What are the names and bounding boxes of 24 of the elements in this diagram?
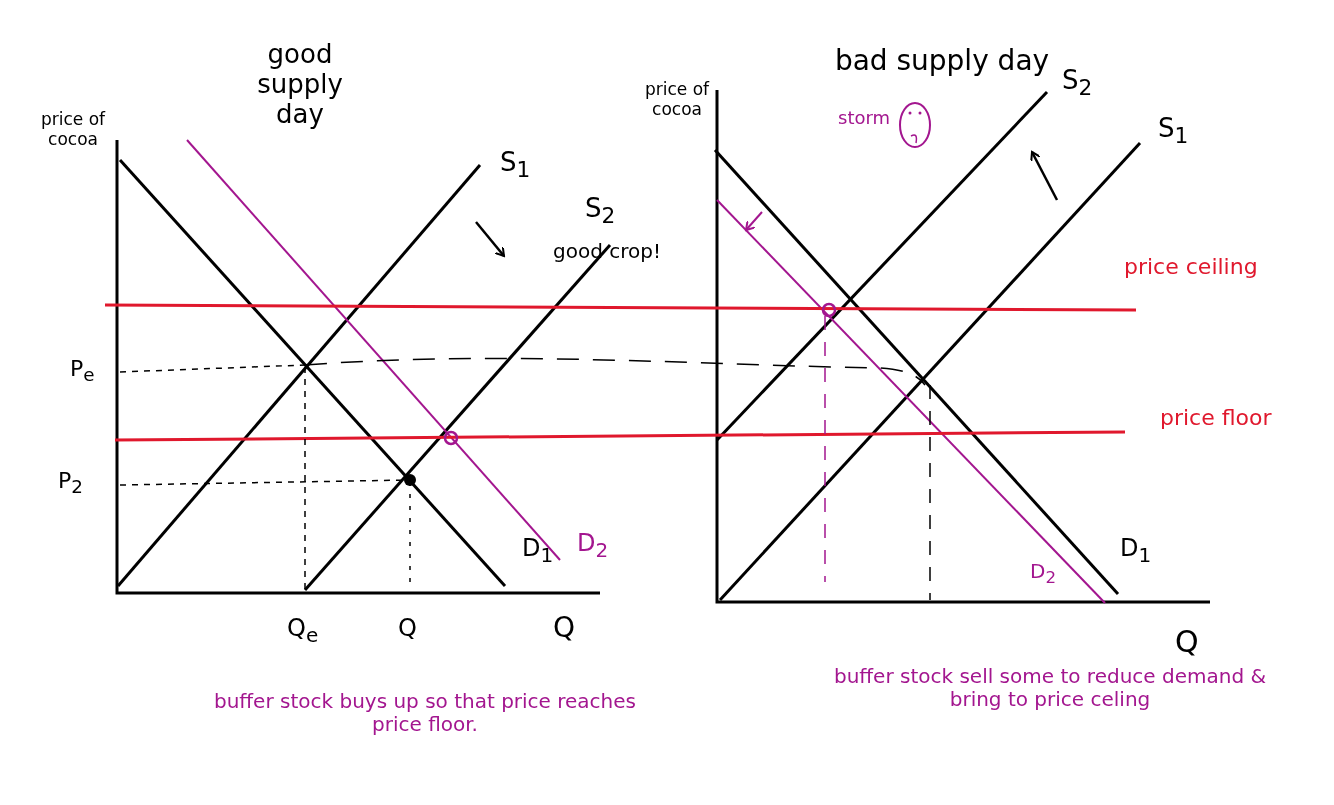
axis-tick-label: Q$_{e}$ xyxy=(287,615,319,647)
axis-label: price of cocoa xyxy=(643,80,711,120)
line-label: price ceiling xyxy=(1124,254,1258,280)
curve-label: S$_{1}$ xyxy=(500,148,531,184)
line-label: price floor xyxy=(1160,405,1272,431)
curve-label: D$_{1}$ xyxy=(1120,535,1152,567)
chart-title: bad supply day xyxy=(833,45,1051,78)
axis-label: price of cocoa xyxy=(39,110,107,150)
curve-label: D$_{2}$ xyxy=(577,530,609,562)
axis-title: Q xyxy=(1175,625,1199,660)
axis-tick-label: P$_{2}$ xyxy=(58,468,83,498)
curve-label: S$_{2}$ xyxy=(1062,66,1093,102)
curve-label: D$_{2}$ xyxy=(1030,560,1056,588)
axis-tick-label: Q xyxy=(398,615,417,643)
annotation-text: storm xyxy=(838,108,891,129)
annotation-text: good crop! xyxy=(553,240,661,263)
note-text: buffer stock buys up so that price reaches price floor. xyxy=(212,690,637,736)
curve-label: D$_{1}$ xyxy=(522,535,554,567)
axis-title: Q xyxy=(553,612,576,645)
axis-tick-label: P$_{e}$ xyxy=(70,356,95,386)
chart-title: good supply day xyxy=(256,40,344,130)
note-text: buffer stock sell some to reduce demand & bring to price celing xyxy=(832,665,1268,711)
curve-label: S$_{1}$ xyxy=(1158,114,1189,150)
curve-label: S$_{2}$ xyxy=(585,194,616,230)
